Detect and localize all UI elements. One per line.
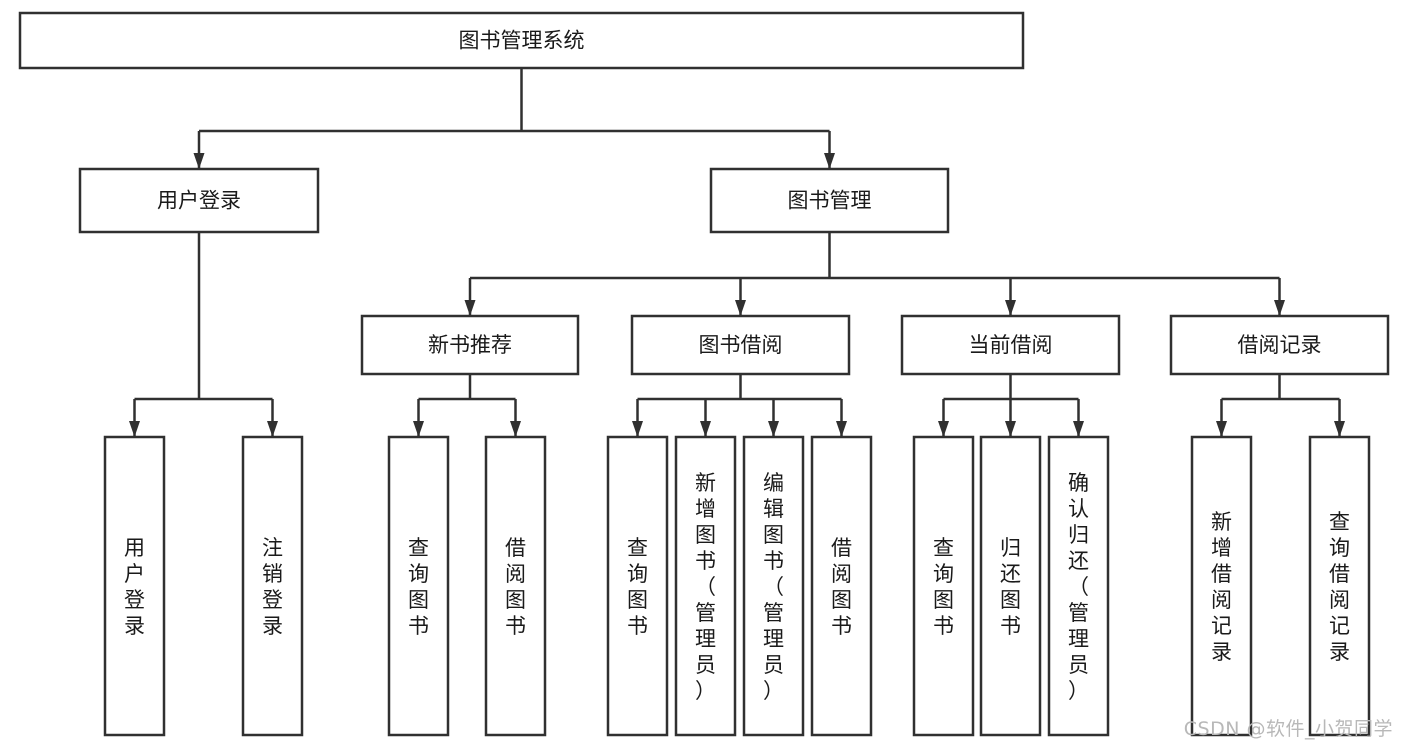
- node-box-leaf-user-login: [103, 435, 166, 737]
- node-leaf-user-logout[interactable]: 注销登录: [241, 435, 304, 737]
- node-book-manage[interactable]: 图书管理: [709, 167, 950, 234]
- connector-group-new-book-recommend: [413, 374, 521, 437]
- connector-group-root: [193, 68, 835, 169]
- node-box-leaf-confirm-return: [1047, 435, 1110, 737]
- arrow-head-icon: [768, 421, 779, 437]
- node-label-leaf-confirm-return: 确认归还（管理员）: [1068, 471, 1089, 703]
- node-label-leaf-borrow-book-2: 借阅图书: [831, 536, 852, 638]
- node-label-borrow-record: 借阅记录: [1238, 333, 1322, 357]
- node-box-leaf-query-book-3: [912, 435, 975, 737]
- node-box-borrow-record: [1169, 314, 1390, 376]
- node-leaf-confirm-return[interactable]: 确认归还（管理员）: [1047, 435, 1110, 737]
- node-leaf-query-record[interactable]: 查询借阅记录: [1308, 435, 1371, 737]
- node-label-leaf-borrow-book-1: 借阅图书: [505, 536, 526, 638]
- node-box-leaf-query-book-1: [387, 435, 450, 737]
- arrow-head-icon: [632, 421, 643, 437]
- node-box-leaf-return-book: [979, 435, 1042, 737]
- arrow-head-icon: [700, 421, 711, 437]
- node-label-root: 图书管理系统: [459, 29, 585, 53]
- node-box-leaf-add-record: [1190, 435, 1253, 737]
- arrow-head-icon: [267, 421, 278, 437]
- node-box-book-manage: [709, 167, 950, 234]
- arrow-head-icon: [129, 421, 140, 437]
- node-label-leaf-user-logout: 注销登录: [262, 536, 283, 638]
- arrow-head-icon: [1274, 300, 1285, 316]
- node-box-book-borrow: [630, 314, 851, 376]
- node-label-leaf-edit-book: 编辑图书（管理员）: [763, 471, 784, 703]
- arrow-head-icon: [836, 421, 847, 437]
- node-current-borrow[interactable]: 当前借阅: [900, 314, 1121, 376]
- node-box-leaf-query-record: [1308, 435, 1371, 737]
- node-label-leaf-add-record: 新增借阅记录: [1211, 510, 1232, 664]
- node-leaf-query-book-1[interactable]: 查询图书: [387, 435, 450, 737]
- arrow-head-icon: [1334, 421, 1345, 437]
- node-box-leaf-borrow-book-1: [484, 435, 547, 737]
- node-leaf-user-login[interactable]: 用户登录: [103, 435, 166, 737]
- node-box-current-borrow: [900, 314, 1121, 376]
- node-user-login[interactable]: 用户登录: [78, 167, 320, 234]
- node-box-leaf-borrow-book-2: [810, 435, 873, 737]
- node-label-current-borrow: 当前借阅: [969, 333, 1053, 357]
- connector-group-book-borrow: [632, 374, 847, 437]
- arrow-head-icon: [938, 421, 949, 437]
- node-box-leaf-user-logout: [241, 435, 304, 737]
- node-label-leaf-query-book-2: 查询图书: [627, 536, 648, 638]
- node-new-book-recommend[interactable]: 新书推荐: [360, 314, 580, 376]
- connector-group-borrow-record: [1216, 374, 1345, 437]
- node-leaf-query-book-2[interactable]: 查询图书: [606, 435, 669, 737]
- connector-layer: [129, 68, 1345, 437]
- node-box-leaf-query-book-2: [606, 435, 669, 737]
- arrow-head-icon: [824, 153, 835, 169]
- node-leaf-borrow-book-2[interactable]: 借阅图书: [810, 435, 873, 737]
- arrow-head-icon: [464, 300, 476, 316]
- node-label-leaf-query-book-3: 查询图书: [933, 536, 954, 638]
- node-label-leaf-return-book: 归还图书: [1000, 536, 1021, 638]
- connector-group-book-manage: [464, 232, 1285, 316]
- node-leaf-query-book-3[interactable]: 查询图书: [912, 435, 975, 737]
- node-box-root: [18, 11, 1025, 70]
- arrow-head-icon: [510, 421, 521, 437]
- node-box-user-login: [78, 167, 320, 234]
- node-label-leaf-add-book: 新增图书（管理员）: [695, 471, 716, 703]
- node-layer: 图书管理系统用户登录图书管理新书推荐图书借阅当前借阅借阅记录用户登录注销登录查询…: [18, 11, 1390, 737]
- arrow-head-icon: [735, 300, 746, 316]
- connector-group-user-login: [129, 232, 278, 437]
- arrow-head-icon: [1005, 421, 1016, 437]
- node-leaf-edit-book[interactable]: 编辑图书（管理员）: [742, 435, 805, 737]
- node-leaf-return-book[interactable]: 归还图书: [979, 435, 1042, 737]
- connector-group-current-borrow: [938, 374, 1084, 437]
- arrow-head-icon: [193, 153, 205, 169]
- node-box-new-book-recommend: [360, 314, 580, 376]
- node-box-leaf-add-book: [674, 435, 737, 737]
- node-label-user-login: 用户登录: [157, 189, 241, 213]
- node-leaf-borrow-book-1[interactable]: 借阅图书: [484, 435, 547, 737]
- arrow-head-icon: [413, 421, 424, 437]
- arrow-head-icon: [1073, 421, 1084, 437]
- node-leaf-add-record[interactable]: 新增借阅记录: [1190, 435, 1253, 737]
- node-label-book-borrow: 图书借阅: [699, 333, 783, 357]
- node-root[interactable]: 图书管理系统: [18, 11, 1025, 70]
- node-label-new-book-recommend: 新书推荐: [428, 333, 512, 357]
- node-label-book-manage: 图书管理: [788, 189, 872, 213]
- arrow-head-icon: [1216, 421, 1227, 437]
- node-label-leaf-user-login: 用户登录: [124, 536, 145, 638]
- node-label-leaf-query-record: 查询借阅记录: [1329, 510, 1350, 664]
- node-book-borrow[interactable]: 图书借阅: [630, 314, 851, 376]
- node-borrow-record[interactable]: 借阅记录: [1169, 314, 1390, 376]
- node-box-leaf-edit-book: [742, 435, 805, 737]
- node-label-leaf-query-book-1: 查询图书: [408, 536, 429, 638]
- node-leaf-add-book[interactable]: 新增图书（管理员）: [674, 435, 737, 737]
- arrow-head-icon: [1005, 300, 1016, 316]
